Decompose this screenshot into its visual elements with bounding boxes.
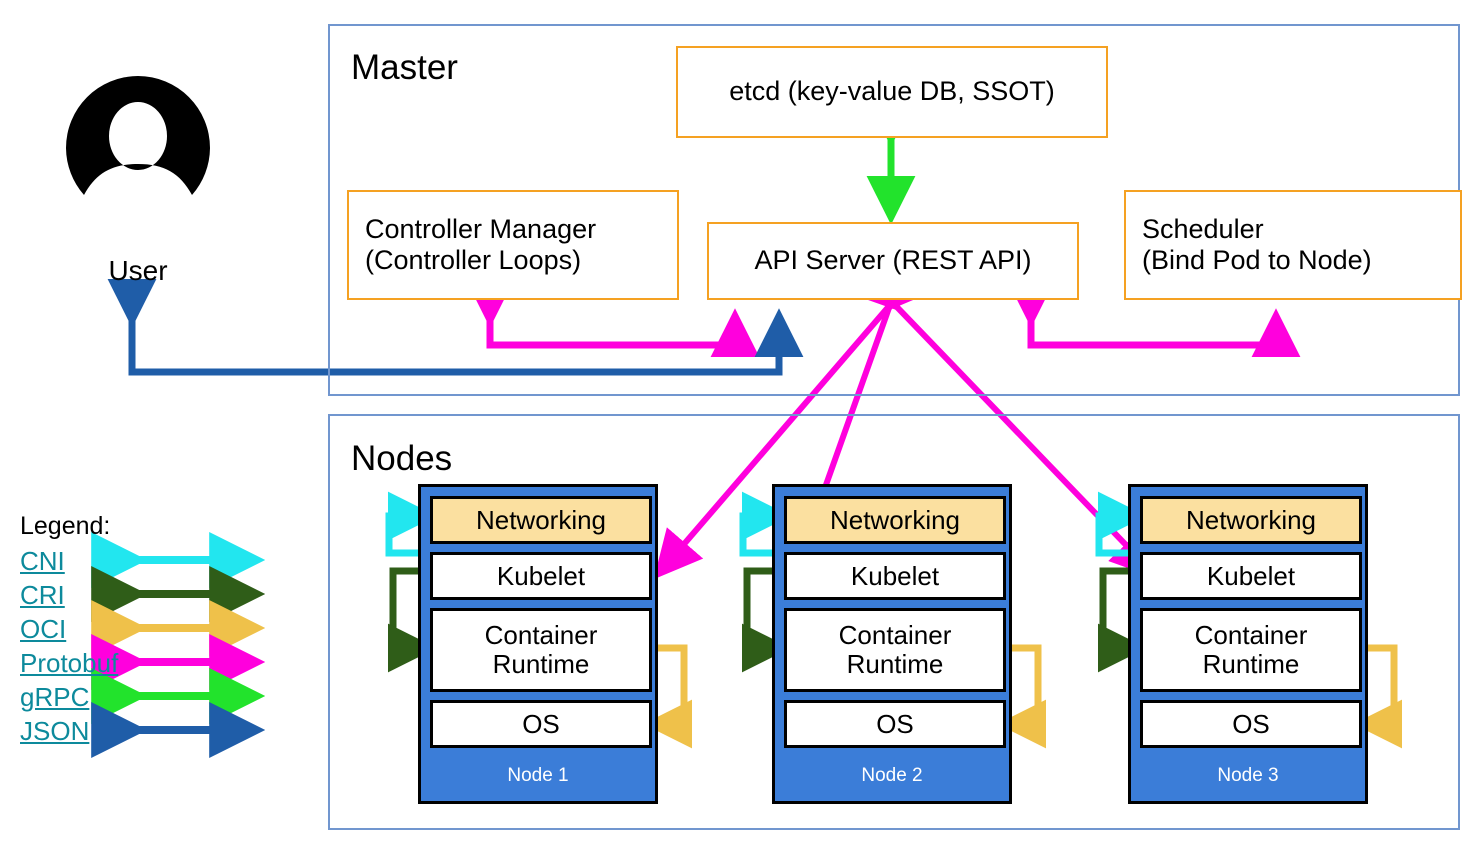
legend-item-json[interactable]: JSON [20, 716, 90, 746]
node-3-container-runtime-label: Container Runtime [1194, 620, 1308, 679]
scheduler-label: Scheduler (Bind Pod to Node) [1142, 214, 1372, 277]
node-1-container-runtime-row[interactable]: Container Runtime [430, 608, 652, 692]
node-3-os-row[interactable]: OS [1140, 700, 1362, 748]
controller-manager-line1: Controller Manager [365, 213, 597, 244]
api-server-box[interactable]: API Server (REST API) [707, 222, 1079, 300]
node-1-kubelet-label: Kubelet [496, 560, 586, 591]
node-2-kubelet-row[interactable]: Kubelet [784, 552, 1006, 600]
legend-item-protobuf[interactable]: Protobuf [20, 648, 119, 678]
node-2-container-runtime-label: Container Runtime [838, 620, 952, 679]
etcd-label: etcd (key-value DB, SSOT) [729, 76, 1055, 107]
node-2-name: Node 2 [861, 765, 923, 786]
node-1-networking-row[interactable]: Networking [430, 496, 652, 544]
node-2-networking-row[interactable]: Networking [784, 496, 1006, 544]
node-3-kubelet-row[interactable]: Kubelet [1140, 552, 1362, 600]
controller-manager-label: Controller Manager (Controller Loops) [365, 214, 596, 277]
legend-item-cri[interactable]: CRI [20, 580, 65, 610]
node-3-kubelet-label: Kubelet [1206, 560, 1296, 591]
node-2-os-label: OS [876, 708, 914, 739]
legend-item-oci[interactable]: OCI [20, 614, 67, 644]
nodes-group [328, 414, 1460, 830]
node-1-networking-label: Networking [475, 504, 607, 535]
node-3-networking-row[interactable]: Networking [1140, 496, 1362, 544]
controller-manager-line2: (Controller Loops) [365, 245, 582, 275]
node-card-1[interactable]: Networking Kubelet Container Runtime OS … [418, 484, 658, 804]
node-2-kubelet-label: Kubelet [850, 560, 940, 591]
api-server-label: API Server (REST API) [754, 245, 1032, 276]
node-3-networking-label: Networking [1185, 504, 1317, 535]
legend-item-grpc[interactable]: gRPC [20, 682, 90, 712]
etcd-box[interactable]: etcd (key-value DB, SSOT) [676, 46, 1108, 138]
node-card-3[interactable]: Networking Kubelet Container Runtime OS … [1128, 484, 1368, 804]
legend-title: Legend: [20, 512, 111, 540]
nodes-group-title: Nodes [351, 439, 453, 478]
scheduler-line1: Scheduler [1142, 213, 1264, 244]
node-card-2[interactable]: Networking Kubelet Container Runtime OS … [772, 484, 1012, 804]
node-1-os-label: OS [522, 708, 560, 739]
legend-item-cni[interactable]: CNI [20, 546, 65, 576]
node-3-name: Node 3 [1217, 765, 1279, 786]
node-3-container-runtime-row[interactable]: Container Runtime [1140, 608, 1362, 692]
node-2-networking-label: Networking [829, 504, 961, 535]
scheduler-box[interactable]: Scheduler (Bind Pod to Node) [1124, 190, 1462, 300]
node-3-os-label: OS [1232, 708, 1270, 739]
user-label: User [108, 255, 168, 286]
user-avatar-icon [62, 72, 214, 220]
node-2-container-runtime-row[interactable]: Container Runtime [784, 608, 1006, 692]
node-1-container-runtime-label: Container Runtime [484, 620, 598, 679]
node-2-os-row[interactable]: OS [784, 700, 1006, 748]
controller-manager-box[interactable]: Controller Manager (Controller Loops) [347, 190, 679, 300]
node-1-kubelet-row[interactable]: Kubelet [430, 552, 652, 600]
scheduler-line2: (Bind Pod to Node) [1142, 245, 1372, 275]
node-1-name: Node 1 [507, 765, 569, 786]
node-1-os-row[interactable]: OS [430, 700, 652, 748]
master-group-title: Master [351, 48, 458, 87]
